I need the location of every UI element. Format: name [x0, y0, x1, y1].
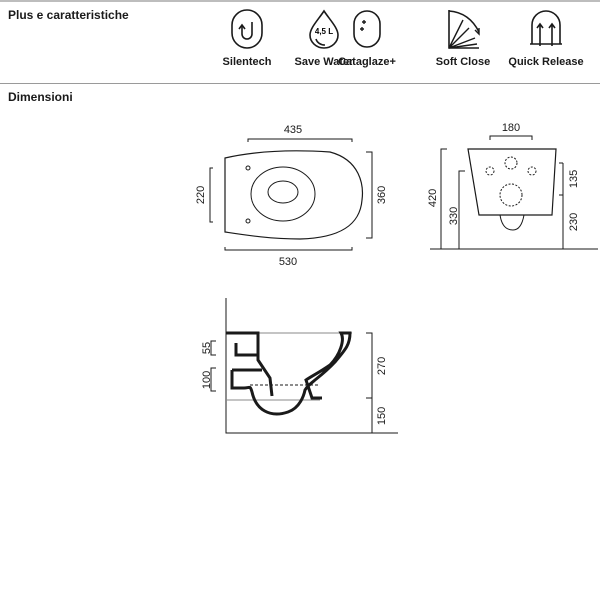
dim-360: 360 [376, 186, 388, 204]
dim-180: 180 [502, 122, 520, 134]
dim-100: 100 [201, 371, 213, 389]
dim-435: 435 [284, 124, 302, 136]
features-heading: Plus e caratteristiche [8, 8, 129, 22]
feature-quick-release: Quick Release [501, 8, 591, 68]
feature-label: Soft Close [435, 56, 491, 68]
dim-135: 135 [568, 170, 580, 188]
water-drop-icon: 4,5 L [309, 9, 339, 49]
dim-230: 230 [568, 213, 580, 231]
soft-close-icon [448, 10, 480, 49]
front-view-drawing [430, 135, 598, 250]
water-amount-text: 4,5 L [315, 27, 333, 36]
feature-save-water: 4,5 L Save Water [279, 8, 369, 68]
feature-soft-close: Soft Close [418, 8, 508, 68]
feature-label: Silentech [222, 56, 272, 68]
section-divider [0, 83, 600, 84]
feature-label: Quick Release [508, 56, 584, 68]
dim-270: 270 [376, 357, 388, 375]
dim-150: 150 [376, 407, 388, 425]
dim-55: 55 [201, 342, 213, 354]
dim-530: 530 [279, 256, 297, 268]
dim-220: 220 [195, 186, 207, 204]
dimensions-heading: Dimensioni [8, 90, 73, 104]
dim-330: 330 [448, 207, 460, 225]
feature-label: Cataglaze+ [338, 56, 396, 68]
feature-cataglaze: Cataglaze+ [322, 8, 412, 68]
feature-silentech: Silentech [202, 8, 292, 68]
cataglaze-icon [353, 10, 381, 48]
dim-420: 420 [427, 189, 439, 207]
side-view-drawing [210, 298, 398, 434]
top-view-drawing [209, 138, 373, 251]
feature-label: Save Water [294, 56, 354, 68]
quick-release-icon [530, 10, 562, 46]
top-border [0, 0, 600, 2]
silentech-icon [231, 9, 263, 49]
